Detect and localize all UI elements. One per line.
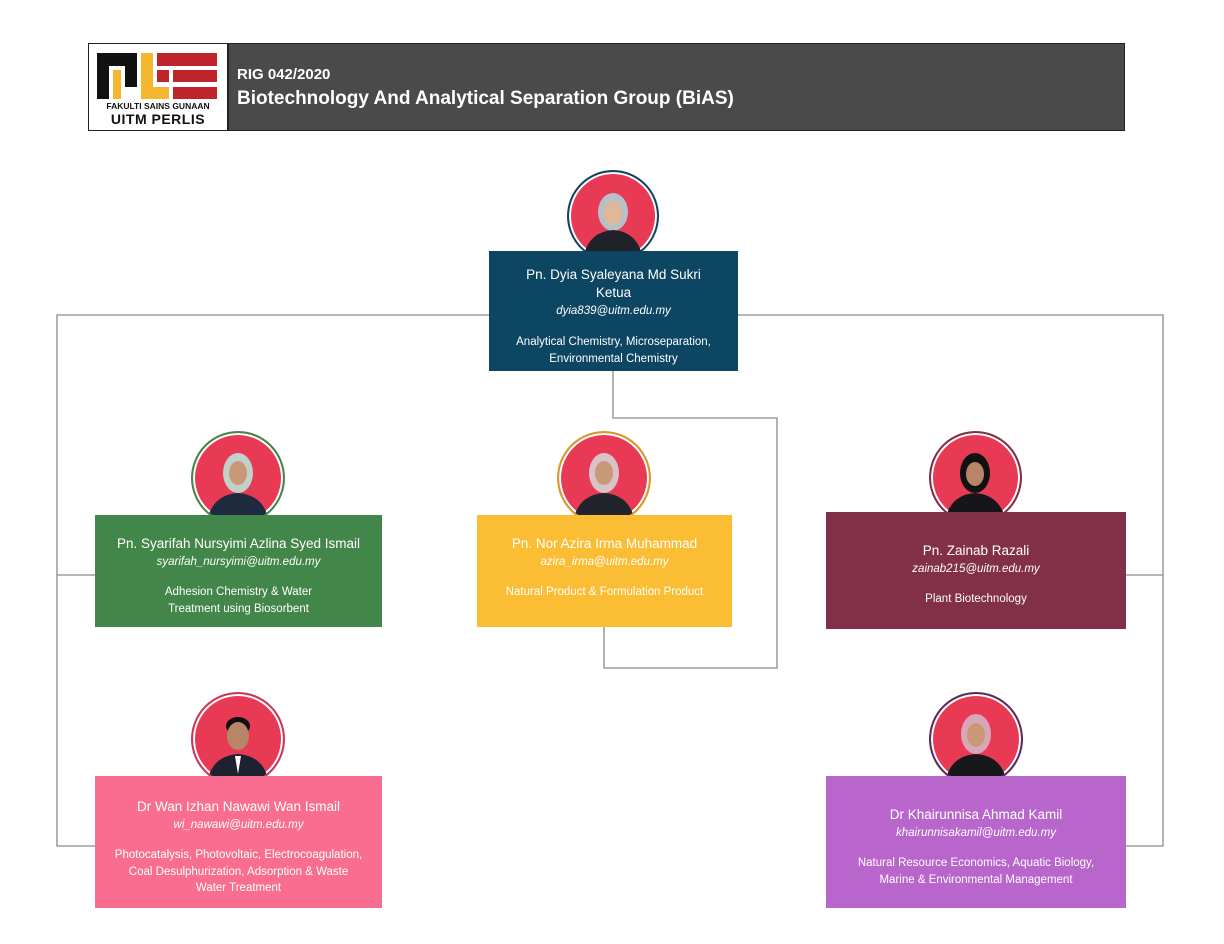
person-silhouette-icon xyxy=(945,714,1007,784)
member-name: Pn. Nor Azira Irma Muhammad xyxy=(511,536,698,551)
member-email[interactable]: zainab215@uitm.edu.my xyxy=(912,563,1040,575)
member-photo xyxy=(191,431,285,525)
member-expertise: Analytical Chemistry, Microseparation, E… xyxy=(516,336,711,365)
member-card: Dr Wan Izhan Nawawi Wan Ismail wi_nawawi… xyxy=(95,776,382,908)
member-card: Pn. Syarifah Nursyimi Azlina Syed Ismail… xyxy=(95,515,382,627)
member-role: Ketua xyxy=(595,285,632,300)
member-photo xyxy=(929,431,1022,524)
member-expertise: Adhesion Chemistry & Water Treatment usi… xyxy=(164,586,313,615)
logo-line-1: FAKULTI SAINS GUNAAN xyxy=(106,101,210,111)
member-card: Pn. Nor Azira Irma Muhammad azira_irma@u… xyxy=(477,515,732,627)
group-title: Biotechnology And Analytical Separation … xyxy=(237,88,734,109)
member-photo xyxy=(929,692,1023,786)
member-name: Dr Wan Izhan Nawawi Wan Ismail xyxy=(136,799,341,814)
logo-line-2: UITM PERLIS xyxy=(110,111,206,127)
member-name: Pn. Zainab Razali xyxy=(922,543,1030,558)
person-silhouette-icon xyxy=(207,717,269,784)
person-silhouette-icon xyxy=(573,453,635,523)
connector-center xyxy=(603,371,778,669)
grant-code: RIG 042/2020 xyxy=(237,66,331,83)
member-photo xyxy=(557,431,651,525)
connector-right-outer xyxy=(738,314,1164,847)
member-card-leader: Pn. Dyia Syaleyana Md Sukri Ketua dyia83… xyxy=(489,251,738,371)
member-name: Pn. Syarifah Nursyimi Azlina Syed Ismail xyxy=(116,536,361,551)
member-email[interactable]: dyia839@uitm.edu.my xyxy=(556,305,671,317)
member-expertise: Natural Resource Economics, Aquatic Biol… xyxy=(857,857,1095,886)
member-expertise: Photocatalysis, Photovoltaic, Electrocoa… xyxy=(114,849,363,894)
faculty-logo: FAKULTI SAINS GUNAAN UITM PERLIS xyxy=(89,44,229,130)
connector-left-outer xyxy=(56,314,489,847)
member-email[interactable]: khairunnisakamil@uitm.edu.my xyxy=(896,827,1056,839)
member-card: Pn. Zainab Razali zainab215@uitm.edu.my … xyxy=(826,512,1126,629)
member-photo-leader xyxy=(567,170,659,262)
member-name: Dr Khairunnisa Ahmad Kamil xyxy=(889,807,1063,822)
logo-graphic xyxy=(97,53,217,99)
person-silhouette-icon xyxy=(945,453,1006,522)
person-silhouette-icon xyxy=(207,453,269,523)
person-silhouette-icon xyxy=(583,193,643,260)
member-photo xyxy=(191,692,285,786)
member-expertise: Plant Biotechnology xyxy=(925,593,1027,605)
member-email[interactable]: azira_irma@uitm.edu.my xyxy=(540,556,669,568)
member-email[interactable]: wi_nawawi@uitm.edu.my xyxy=(173,819,304,831)
member-email[interactable]: syarifah_nursyimi@uitm.edu.my xyxy=(156,556,321,568)
member-card: Dr Khairunnisa Ahmad Kamil khairunnisaka… xyxy=(826,776,1126,908)
member-expertise: Natural Product & Formulation Product xyxy=(505,586,704,598)
member-name: Pn. Dyia Syaleyana Md Sukri xyxy=(526,267,701,282)
header-banner: FAKULTI SAINS GUNAAN UITM PERLIS RIG 042… xyxy=(88,43,1125,131)
